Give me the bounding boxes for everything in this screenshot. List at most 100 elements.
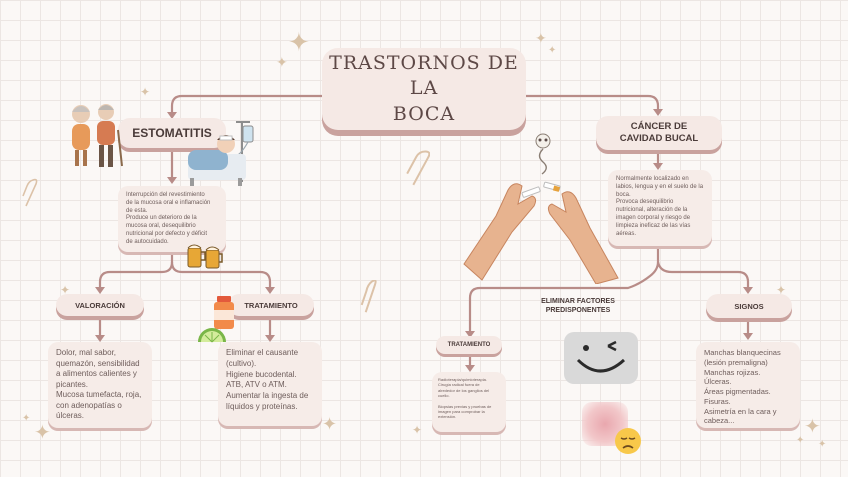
paperclip-icon bbox=[406, 150, 430, 186]
broken-cigarette-hands-icon bbox=[463, 181, 619, 284]
cancer-desc-line: aéreas. bbox=[616, 230, 637, 237]
tratamiento-item: Aumentar la ingesta de bbox=[226, 391, 309, 401]
signos-text-box: Manchas blanquecinas (lesión premaligna)… bbox=[696, 342, 800, 428]
sparkle-icon: ✦ bbox=[22, 413, 31, 424]
lime-icon bbox=[198, 328, 226, 343]
cancer-tratamiento-item: alrededor de los ganglios del bbox=[438, 387, 490, 393]
signos-item: (lesión premaligna) bbox=[704, 357, 768, 367]
cancer-tratamiento-label: TRATAMIENTO bbox=[447, 342, 491, 348]
cancer-description-box: Normalmente localizado en labios, lengua… bbox=[608, 170, 712, 246]
valoracion-item: úlceras. bbox=[56, 411, 85, 421]
cancer-tratamiento-item: Cirugía radical fuera de bbox=[438, 382, 480, 388]
tratamiento-item: Higiene bucodental. bbox=[226, 369, 297, 379]
paperclip-icon bbox=[22, 178, 38, 207]
estomatitis-desc-line: de la mucosa oral e inflamación bbox=[126, 199, 211, 206]
sparkle-icon: ✦ bbox=[276, 55, 288, 71]
eliminar-factores-label: ELIMINAR FACTORES PREDISPONENTES bbox=[528, 297, 628, 316]
tratamiento-node: TRATAMIENTO bbox=[228, 294, 314, 316]
sparkle-icon: ✦ bbox=[412, 423, 423, 437]
signos-item: Asimetría en la cara y bbox=[704, 406, 777, 416]
cancer-desc-line: nutricional, alteración de la bbox=[616, 207, 688, 214]
cancer-desc-line: Normalmente localizado en bbox=[616, 176, 689, 182]
cancer-tratamiento-node: TRATAMIENTO bbox=[436, 336, 502, 354]
valoracion-text-box: Dolor, mal sabor, quemazón, sensibilidad… bbox=[48, 342, 152, 428]
link-title-estomatitis bbox=[170, 94, 322, 116]
cancer-tratamiento-text-box: Radioterapia/quimioterapia. Cirugía radi… bbox=[432, 372, 506, 432]
cancer-desc-line: labios, lengua y en el suelo de la bbox=[616, 183, 704, 190]
link-to-tratamiento bbox=[170, 261, 272, 290]
valoracion-item: Mucosa tumefacta, roja, bbox=[56, 390, 142, 400]
sparkle-icon: ✦ bbox=[796, 435, 805, 446]
estomatitis-desc-line: de autocuidado. bbox=[126, 238, 169, 245]
cancer-tratamiento-item: Radioterapia/quimioterapia. bbox=[438, 377, 487, 382]
tratamiento-label: TRATAMIENTO bbox=[244, 300, 298, 310]
signos-node: SIGNOS bbox=[706, 294, 792, 318]
cancer-node: CÁNCER DE CAVIDAD BUCAL bbox=[596, 116, 722, 150]
eliminar-line1: ELIMINAR FACTORES bbox=[541, 298, 615, 305]
cancer-tratamiento-item: Biopsias previas y pruebas de bbox=[438, 403, 492, 409]
signos-label: SIGNOS bbox=[734, 301, 764, 311]
cancer-desc-line: boca. bbox=[616, 191, 631, 198]
smiley-face-icon bbox=[564, 332, 638, 384]
cancer-label-line1: CÁNCER DE bbox=[630, 120, 688, 132]
estomatitis-desc-line: nutricional por defecto y déficit bbox=[126, 230, 208, 237]
main-title-line2: BOCA bbox=[392, 102, 456, 125]
estomatitis-label: ESTOMATITIS bbox=[132, 126, 212, 140]
tratamiento-item: Eliminar el causante bbox=[226, 348, 299, 357]
sad-emoji-icon bbox=[615, 428, 641, 454]
elderly-couple-icon bbox=[72, 104, 123, 167]
sparkle-icon: ✦ bbox=[804, 414, 821, 438]
link-to-signos bbox=[656, 261, 750, 290]
valoracion-item: Dolor, mal sabor, bbox=[56, 348, 117, 357]
sparkle-icon: ✦ bbox=[535, 31, 547, 47]
signos-item: Áreas pigmentadas. bbox=[704, 387, 771, 396]
signos-item: cabeza... bbox=[704, 416, 735, 426]
medicine-bottle-icon bbox=[214, 296, 234, 329]
estomatitis-description-box: Interrupción del revestimiento de la muc… bbox=[118, 186, 226, 252]
sparkle-icon: ✦ bbox=[288, 28, 310, 58]
valoracion-item: con adenopatías o bbox=[56, 400, 122, 410]
sparkle-icon: ✦ bbox=[776, 283, 787, 297]
valoracion-item: a alimentos calientes y bbox=[56, 369, 137, 379]
estomatitis-desc-line: de esta. bbox=[126, 207, 148, 214]
skull-smoke-icon bbox=[535, 133, 551, 175]
cancer-label-line2: CAVIDAD BUCAL bbox=[619, 133, 699, 144]
link-to-valoracion bbox=[98, 252, 174, 290]
valoracion-node: VALORACIÓN bbox=[56, 294, 144, 316]
main-title-node: TRASTORNOS DE LA BOCA bbox=[322, 48, 526, 130]
valoracion-item: quemazón, sensibilidad bbox=[56, 358, 140, 368]
sparkle-icon: ✦ bbox=[548, 45, 557, 56]
valoracion-label: VALORACIÓN bbox=[75, 300, 125, 310]
estomatitis-desc-line: mucosa oral, desequilibrio bbox=[126, 223, 196, 230]
eliminar-line2: PREDISPONENTES bbox=[545, 307, 611, 315]
cancer-desc-line: Provoca desequilibrio bbox=[616, 199, 674, 206]
cancer-tratamiento-item: cuello. bbox=[438, 393, 450, 399]
link-to-cancer-tratamiento bbox=[468, 246, 660, 334]
beer-mugs-icon bbox=[187, 244, 223, 269]
main-title: TRASTORNOS DE LA BOCA bbox=[322, 51, 526, 128]
signos-item: Manchas rojizas. bbox=[704, 367, 761, 377]
main-title-line1: TRASTORNOS DE LA bbox=[329, 51, 519, 100]
sparkle-icon: ✦ bbox=[322, 414, 338, 435]
tratamiento-item: líquidos y proteínas. bbox=[226, 401, 298, 411]
tratamiento-item: (cultivo). bbox=[226, 358, 257, 368]
estomatitis-desc-line: Interrupción del revestimiento bbox=[126, 192, 205, 198]
sick-patient-icon bbox=[188, 121, 254, 186]
cancer-desc-line: imagen corporal y riesgo de bbox=[616, 214, 691, 221]
paperclip-icon bbox=[360, 280, 377, 313]
cancer-desc-line: limpieza ineficaz de las vías bbox=[616, 222, 691, 229]
estomatitis-desc-line: Produce un deterioro de la bbox=[126, 215, 197, 222]
tratamiento-text-box: Eliminar el causante (cultivo). Higiene … bbox=[218, 342, 322, 426]
tratamiento-item: ATB, ATV o ATM. bbox=[226, 380, 287, 390]
sparkle-icon: ✦ bbox=[34, 420, 51, 444]
signos-item: Úlceras. bbox=[704, 377, 732, 387]
estomatitis-node: ESTOMATITIS bbox=[118, 118, 226, 148]
valoracion-item: picantes. bbox=[56, 379, 89, 389]
signos-item: Manchas blanquecinas bbox=[704, 348, 781, 357]
link-title-cancer bbox=[526, 94, 660, 112]
cancer-tratamiento-item: extensión. bbox=[438, 414, 457, 420]
cancer-tratamiento-item: imagen para comprobar la bbox=[438, 408, 485, 414]
sparkle-icon: ✦ bbox=[818, 439, 827, 450]
sparkle-icon: ✦ bbox=[60, 283, 71, 297]
